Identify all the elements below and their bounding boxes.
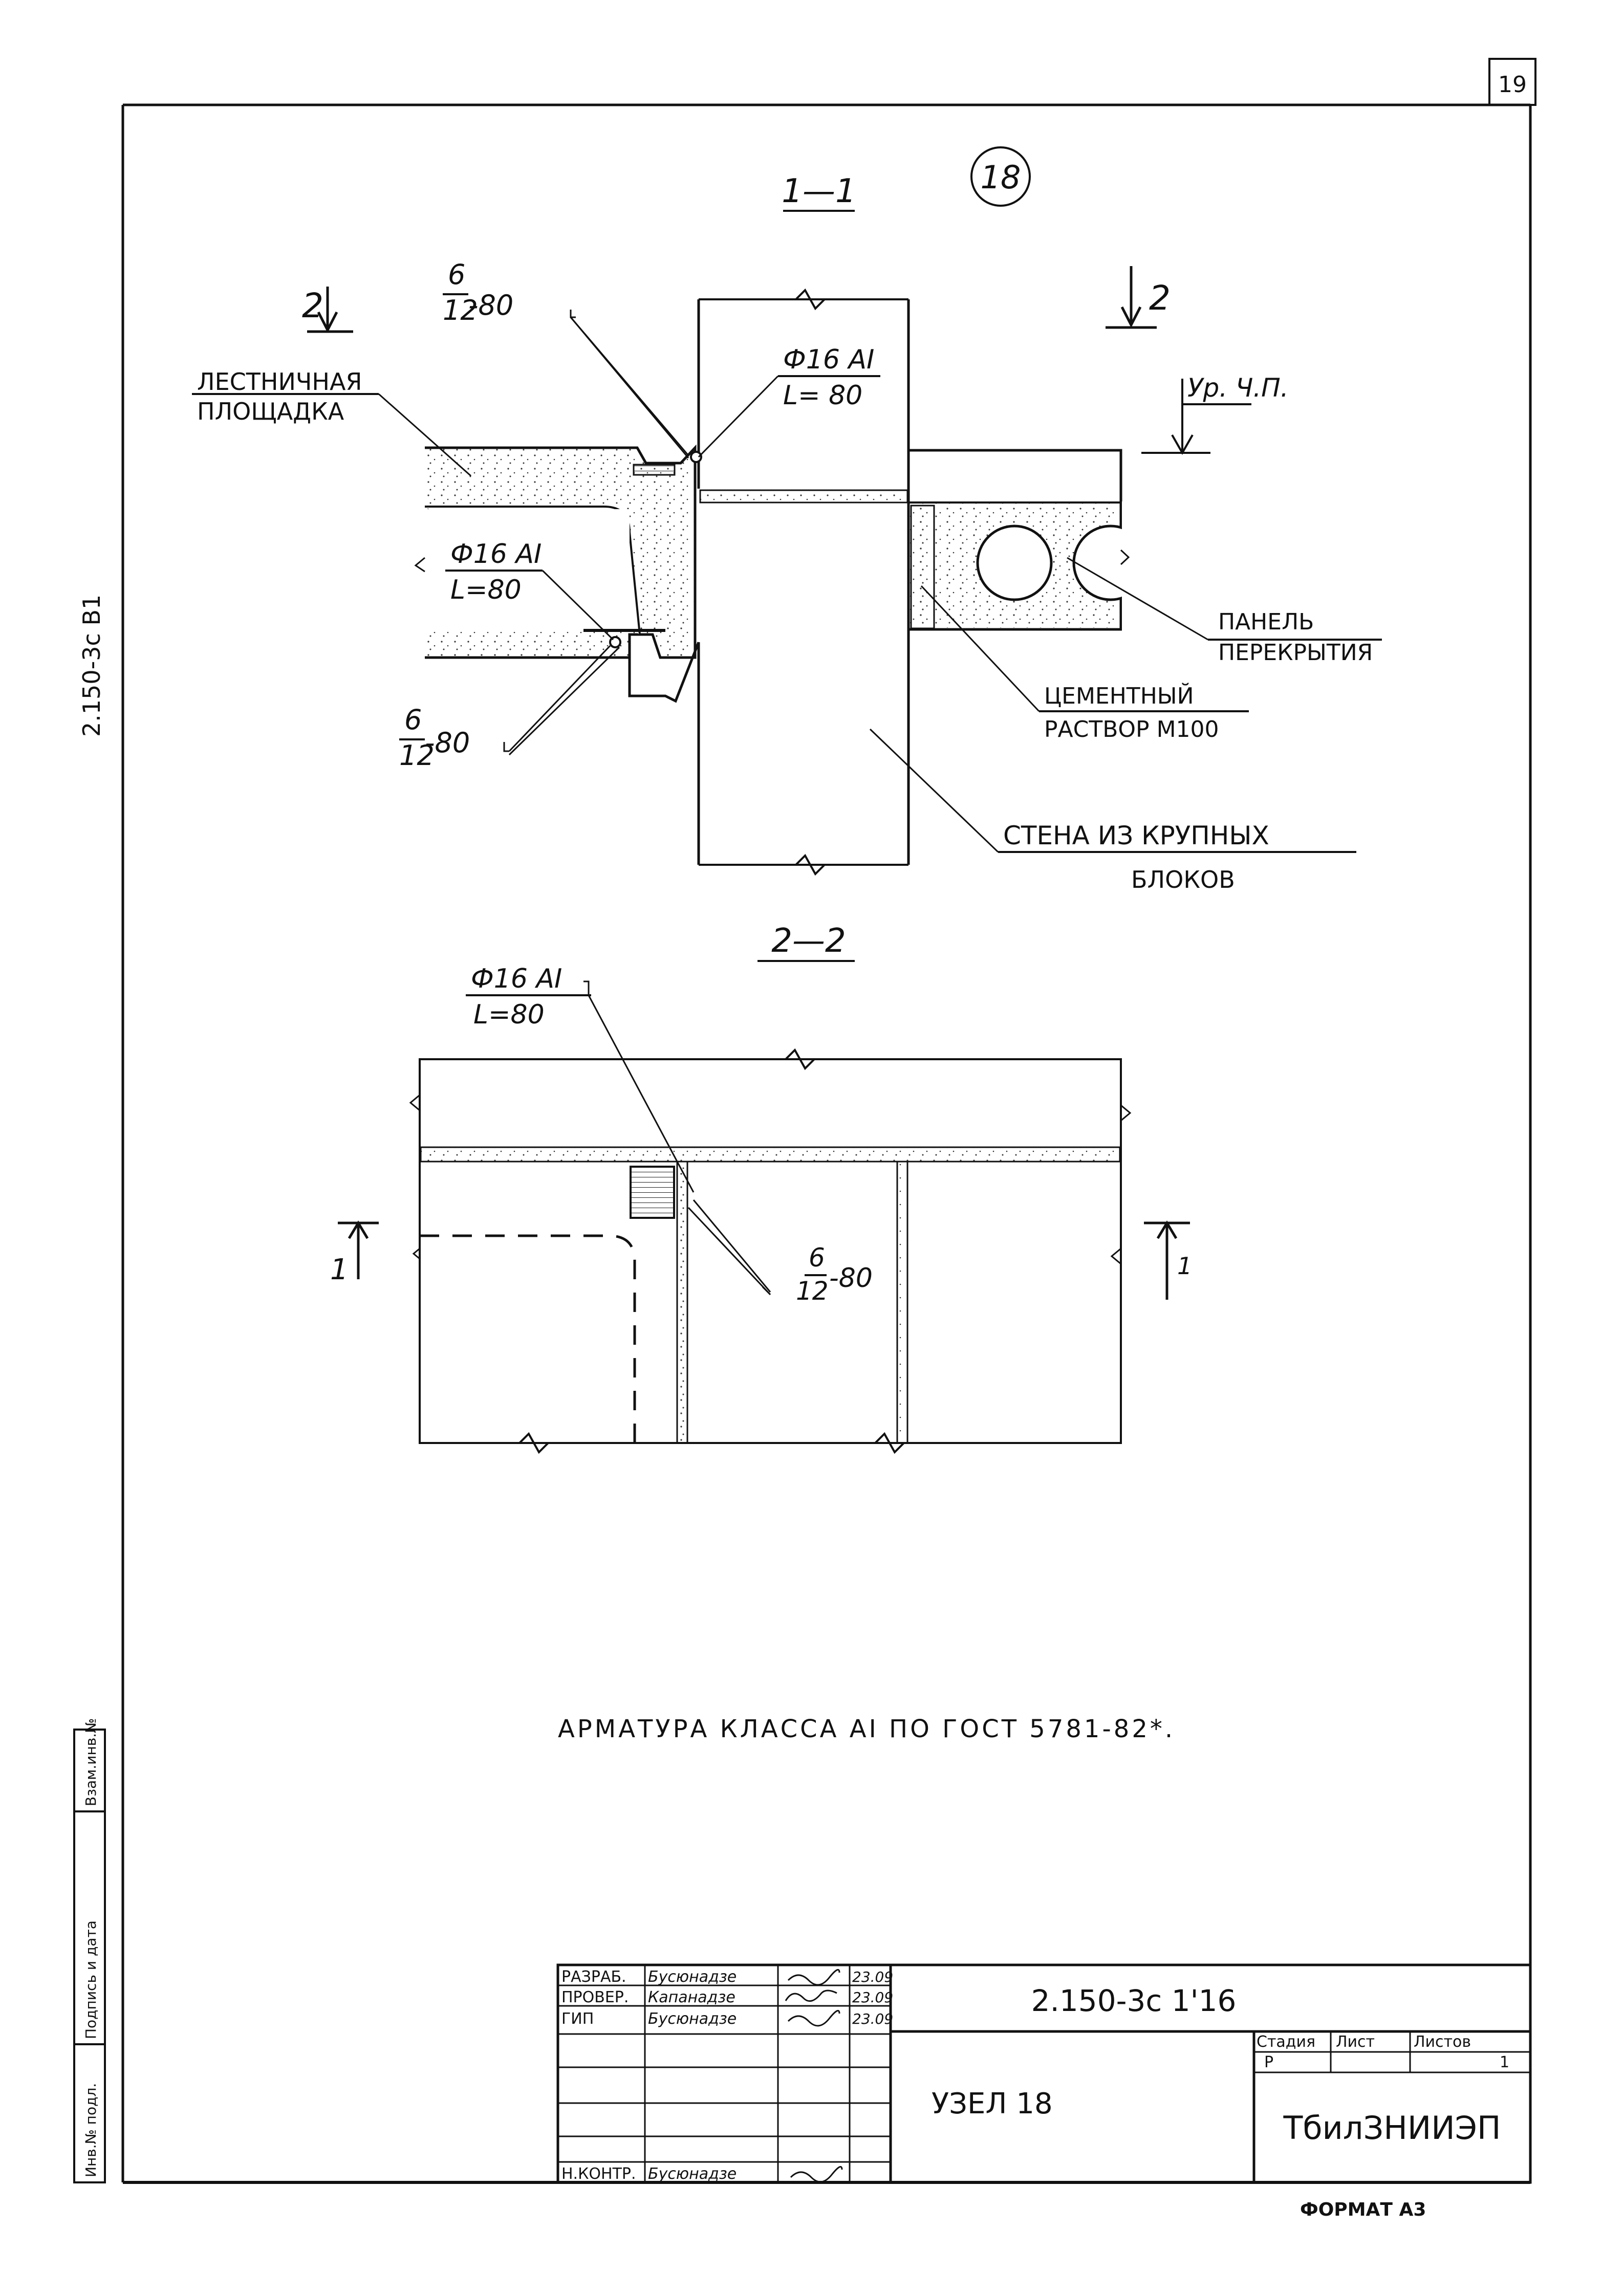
side-code: 2.150-3с В1 <box>78 595 105 737</box>
date-chief-engineer: 23.09 <box>852 2010 893 2027</box>
weld-top-num: 6 <box>448 258 465 291</box>
weld-bottom-len: -80 <box>425 727 470 759</box>
cut-22-right: 1 <box>1177 1252 1192 1280</box>
level-label: Ур. Ч.П. <box>1187 373 1289 403</box>
sheet-header: Лист <box>1336 2033 1375 2051</box>
date-checker: 23.09 <box>852 1989 893 2006</box>
rebar-bottom-length: L=80 <box>450 575 522 605</box>
reinforcement-note: АРМАТУРА КЛАССА АI ПО ГОСТ 5781-82*. <box>558 1715 1175 1743</box>
signature-norm-control <box>790 2166 843 2183</box>
node-number: 18 <box>981 159 1021 196</box>
signature-checker <box>785 1989 837 2002</box>
weld-bottom-num: 6 <box>404 704 422 736</box>
weld-top-len: -80 <box>468 289 513 321</box>
format-label: ФОРМАТ А3 <box>1300 2199 1426 2220</box>
mortar-label-line1: ЦЕМЕНТНЫЙ <box>1044 682 1194 709</box>
panel-label-line2: ПЕРЕКРЫТИЯ <box>1218 640 1373 666</box>
landing-label-line1: ЛЕСТНИЧНАЯ <box>197 368 362 396</box>
cut-22-left: 1 <box>330 1253 349 1286</box>
corner-sheet-number: 19 <box>1498 72 1527 98</box>
rebar-top-length: L= 80 <box>783 380 862 411</box>
stage-value: Р <box>1264 2053 1273 2071</box>
landing-label-line2: ПЛОЩАДКА <box>197 398 344 425</box>
role-norm-control: Н.КОНТР. <box>561 2165 636 2183</box>
section-1-1: 1—1 18 2 2 Ур. Ч.П. <box>192 146 1382 893</box>
section-2-2: 2—2 Ф16 АI L=80 1 1 6 12 -80 <box>330 922 1192 1454</box>
signature-chief-engineer <box>787 2009 840 2027</box>
name-checker: Капанадзе <box>648 1988 735 2006</box>
wall-label-line2: БЛОКОВ <box>1131 866 1235 893</box>
weld-bottom-den: 12 <box>399 739 435 772</box>
date-developer: 23.09 <box>852 1969 893 1985</box>
weld-top-den: 12 <box>443 294 478 326</box>
panel-label-line1: ПАНЕЛЬ <box>1218 609 1314 635</box>
name-developer: Бусюнадзе <box>648 1968 737 1986</box>
mortar-label-line2: РАСТВОР М100 <box>1044 716 1219 742</box>
sheets-value: 1 <box>1500 2053 1509 2071</box>
weld-22-den: 12 <box>796 1276 829 1306</box>
cut-left-number: 2 <box>302 286 323 325</box>
weld-22-len: -80 <box>829 1263 873 1294</box>
name-chief-engineer: Бусюнадзе <box>648 2010 737 2028</box>
sheets-header: Листов <box>1414 2033 1471 2051</box>
signature-developer <box>787 1969 840 1986</box>
weld-22-num: 6 <box>809 1243 825 1273</box>
rebar-bottom-dia: Ф16 АI <box>450 539 542 570</box>
inventory-label: Инв.№ подл. <box>82 2083 99 2177</box>
cut-right-number: 2 <box>1149 278 1171 318</box>
wall-label-line1: СТЕНА ИЗ КРУПНЫХ <box>1003 821 1269 850</box>
section-2-title: 2—2 <box>771 922 846 960</box>
rebar-top-dia: Ф16 АI <box>783 344 874 375</box>
signature-date-label: Подпись и дата <box>82 1920 99 2039</box>
rebar-22-length: L=80 <box>473 999 545 1030</box>
section-1-title: 1—1 <box>782 172 856 210</box>
role-developer: РАЗРАБ. <box>561 1968 626 1986</box>
title-block: РАЗРАБ. ПРОВЕР. ГИП Н.КОНТР. Бусюнадзе К… <box>556 1963 1532 2184</box>
rebar-22-dia: Ф16 АI <box>471 964 562 994</box>
name-norm-control: Бусюнадзе <box>648 2165 737 2183</box>
node-circle <box>970 146 1031 207</box>
role-chief-engineer: ГИП <box>561 2010 594 2028</box>
document-code: 2.150-3с 1'16 <box>1031 1983 1237 2018</box>
replacement-inventory-label: Взам.инв.№ <box>82 1718 99 1806</box>
role-checker: ПРОВЕР. <box>561 1988 629 2006</box>
stage-header: Стадия <box>1257 2033 1315 2051</box>
side-stamp: Инв.№ подл. Подпись и дата Взам.инв.№ <box>73 1718 106 2183</box>
drawing-title: УЗЕЛ 18 <box>932 2087 1053 2120</box>
organization-name: ТбилЗНИИЭП <box>1283 2109 1501 2147</box>
